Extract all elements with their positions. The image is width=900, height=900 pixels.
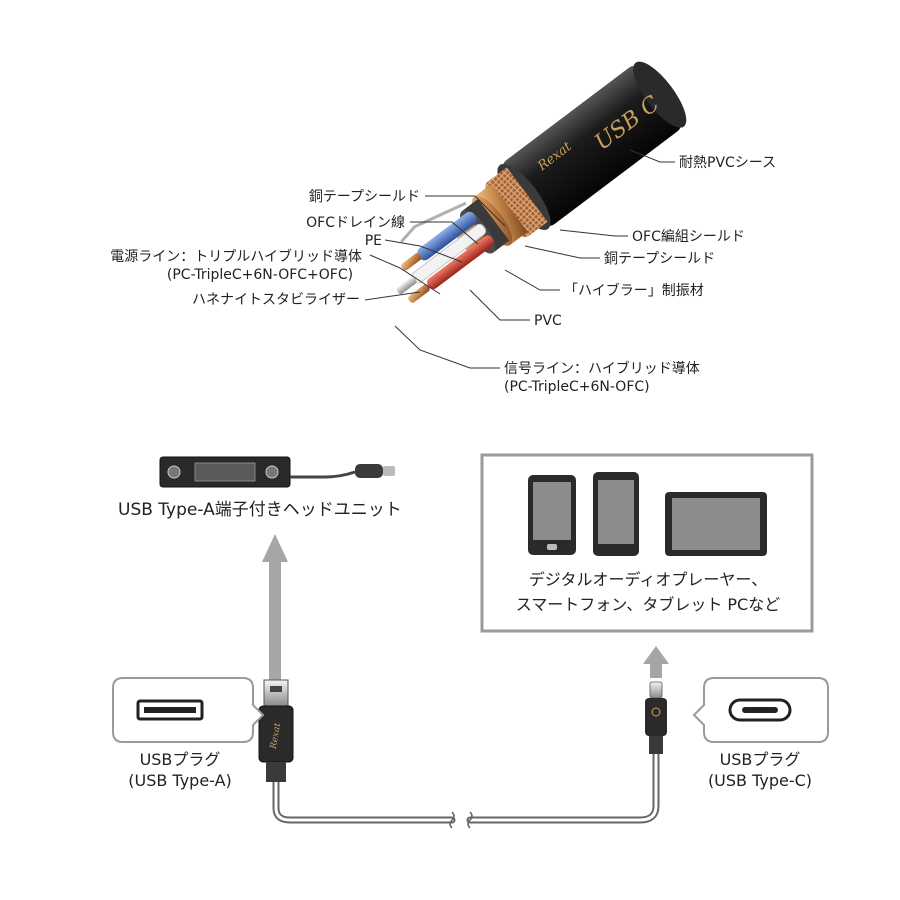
devices-caption-line2: スマートフォン、タブレット PCなど — [516, 595, 780, 614]
plug-a-caption-line2: (USB Type-A) — [128, 771, 232, 790]
device-phone-2-icon — [593, 472, 639, 556]
label-ofc-braided-shield: OFC編組シールド — [632, 229, 745, 245]
usb-c-housing — [645, 698, 667, 736]
usb-a-metal-tip — [263, 679, 289, 707]
devices-caption-line1: デジタルオーディオプレーヤー、 — [529, 570, 767, 589]
label-pe: PE — [365, 233, 382, 249]
arrow-up-right — [643, 646, 669, 678]
plug-c-caption-line1: USBプラグ — [720, 750, 801, 769]
ofc-drain-wire — [400, 201, 467, 243]
label-signal-line-2: (PC-TripleC+6N-OFC) — [504, 379, 650, 395]
head-unit-plug-tip — [383, 466, 395, 476]
head-unit-knob-left — [167, 465, 181, 479]
cable-break-mark — [449, 811, 473, 829]
blue-core — [417, 211, 477, 261]
sheath-end — [633, 61, 687, 128]
usb-c-port-callout — [692, 677, 829, 743]
ofc-braided-shield — [487, 167, 548, 237]
plug-c-caption-line2: (USB Type-C) — [708, 771, 812, 790]
label-ofc-drain-wire: OFCドレイン線 — [306, 215, 405, 231]
conductor-tip-3 — [401, 253, 422, 271]
usb-a-strain-relief — [266, 762, 286, 782]
usb-a-port-callout — [112, 677, 265, 743]
label-copper-tape-shield-right: 銅テープシールド — [604, 251, 715, 267]
label-pvc: PVC — [534, 313, 562, 329]
label-signal-line-1: 信号ライン：ハイブリッド導体 — [504, 360, 700, 377]
label-hanenite-stabilizer: ハネナイトスタビライザー — [192, 292, 360, 308]
usb-c-logo — [651, 707, 661, 717]
red-core — [426, 235, 495, 290]
head-unit-knob-right — [265, 465, 279, 479]
usb-c-plug — [645, 681, 667, 754]
label-power-line-1: 電源ライン：トリプルハイブリッド導体 — [110, 248, 362, 265]
usb-a-brand-mark: Rexat — [269, 722, 284, 751]
head-unit-plug — [355, 464, 383, 478]
conductor-tip-1 — [396, 276, 417, 295]
copper-tape-shield — [473, 183, 528, 245]
arrow-up-left — [262, 534, 288, 680]
device-phone-1-icon — [528, 475, 576, 555]
usb-c-strain-relief — [649, 736, 663, 754]
usb-c-metal-tip — [649, 681, 663, 699]
head-unit-cable — [290, 470, 356, 479]
label-power-line-2: (PC-TripleC+6N-OFC+OFC) — [167, 267, 353, 283]
conductor-tip-2 — [408, 284, 430, 303]
hybrar-layer — [461, 199, 510, 253]
cable-illustration: USB C Rexat — [396, 61, 687, 303]
label-heat-resistant-pvc-sheath: 耐熱PVCシース — [679, 155, 776, 171]
leader-lines — [364, 149, 675, 369]
usb-cable-path — [272, 748, 660, 829]
head-unit — [159, 456, 395, 488]
pvc-sheath — [503, 65, 681, 226]
label-hybrar-damping: 「ハイブラー」制振材 — [564, 282, 704, 299]
head-unit-display — [194, 462, 256, 482]
label-copper-tape-shield-left: 銅テープシールド — [309, 189, 420, 205]
plug-a-caption-line1: USBプラグ — [140, 750, 221, 769]
head-unit-caption: USB Type-A端子付きヘッドユニット — [118, 500, 402, 520]
usb-a-plug: Rexat — [258, 679, 294, 782]
device-tablet-icon — [665, 492, 767, 556]
